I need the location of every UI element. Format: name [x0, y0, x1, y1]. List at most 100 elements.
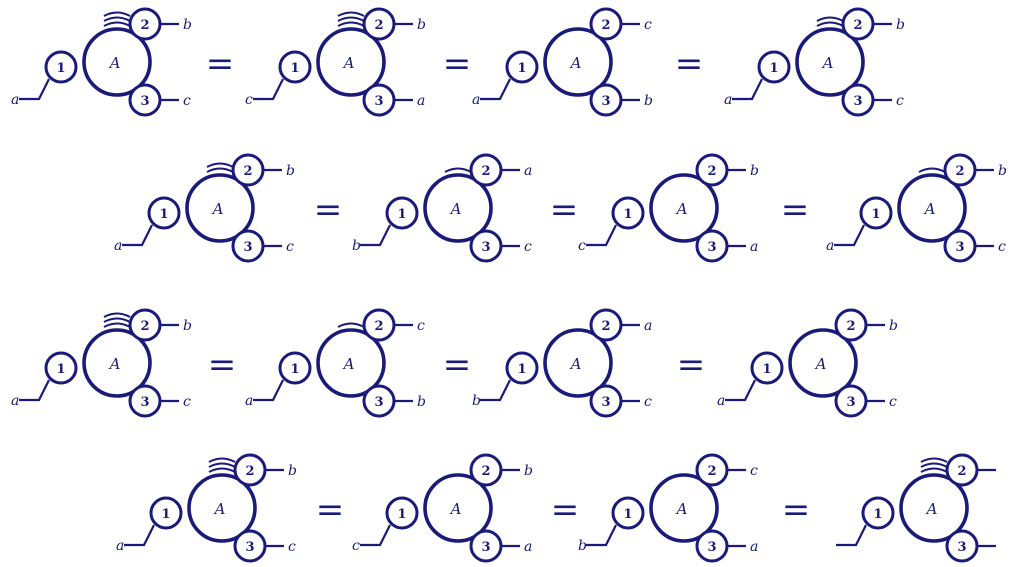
leg-circle [362, 83, 396, 117]
leg-circle [945, 529, 979, 563]
leg-number: 2 [846, 319, 855, 334]
vertex-label: A [108, 54, 121, 72]
end-label: b [183, 17, 192, 33]
end-label: b [417, 17, 426, 33]
end-label: c [889, 394, 897, 410]
leg-number: 3 [481, 540, 490, 555]
vertex-circle [187, 473, 257, 543]
symmetry-arc [444, 167, 472, 173]
symmetry-arc [208, 457, 236, 463]
equals-sign: = [675, 44, 704, 84]
end-label: a [114, 238, 122, 254]
vertex-label: A [108, 355, 121, 373]
leg-number: 2 [601, 319, 610, 334]
symmetry-arc [103, 312, 131, 318]
equals-sign: = [208, 345, 237, 385]
external-line [480, 78, 511, 101]
symmetry-arc [337, 322, 365, 328]
external-line [124, 524, 155, 547]
leg-circle [278, 50, 312, 84]
end-label: c [183, 394, 191, 410]
external-line [253, 78, 284, 101]
leg-circle [589, 7, 623, 41]
leg-circle [841, 83, 875, 117]
leg-number: 2 [601, 18, 610, 33]
leg-number: 2 [481, 464, 490, 479]
leg-circle [834, 308, 868, 342]
leg-number: 2 [853, 18, 862, 33]
leg-number: 2 [955, 164, 964, 179]
leg-circle [278, 351, 312, 385]
vertex-label: A [821, 54, 834, 72]
end-label: a [717, 393, 725, 409]
leg-number: 1 [397, 207, 406, 222]
end-label: c [644, 394, 652, 410]
symmetry-arc [918, 167, 946, 173]
end-label: a [11, 393, 19, 409]
vertex-circle [316, 328, 386, 398]
vertex-circle [423, 173, 493, 243]
leg-number: 1 [623, 507, 632, 522]
symmetry-arc [103, 322, 131, 328]
leg-circle [233, 453, 267, 487]
leg-number: 3 [955, 240, 964, 255]
vertex-circle [543, 328, 613, 398]
leg-circle [362, 384, 396, 418]
external-line [122, 224, 153, 247]
external-line [19, 379, 50, 402]
vertex-label: A [569, 355, 582, 373]
external-line [586, 224, 617, 247]
leg-circle [943, 229, 977, 263]
end-label: b [998, 163, 1007, 179]
leg-circle [233, 529, 267, 563]
vertex-circle [649, 173, 719, 243]
external-line [360, 524, 391, 547]
leg-number: 3 [374, 395, 383, 410]
leg-number: 3 [140, 94, 149, 109]
end-label: b [644, 93, 653, 109]
leg-circle [385, 496, 419, 530]
vertex-circle [795, 27, 865, 97]
end-label: a [524, 163, 532, 179]
leg-circle [943, 153, 977, 187]
leg-circle [44, 50, 78, 84]
symmetry-arc [103, 317, 131, 323]
end-label: a [750, 539, 758, 555]
leg-circle [750, 351, 784, 385]
end-label: c [644, 17, 652, 33]
end-label: a [644, 318, 652, 334]
leg-number: 3 [601, 94, 610, 109]
symmetry-arc [206, 167, 234, 173]
leg-number: 3 [374, 94, 383, 109]
leg-number: 3 [245, 540, 254, 555]
leg-circle [505, 50, 539, 84]
leg-number: 3 [853, 94, 862, 109]
symmetry-arc [208, 462, 236, 468]
external-line [360, 224, 391, 247]
leg-number: 2 [140, 319, 149, 334]
leg-number: 1 [161, 507, 170, 522]
leg-number: 1 [290, 61, 299, 76]
leg-circle [695, 229, 729, 263]
vertex-label: A [213, 500, 226, 518]
equals-sign: = [316, 490, 345, 530]
leg-number: 2 [374, 18, 383, 33]
vertex-circle [185, 173, 255, 243]
end-label: a [245, 393, 253, 409]
vertex-circle [649, 473, 719, 543]
vertex-label: A [675, 200, 688, 218]
vertex-circle [543, 27, 613, 97]
end-label: a [826, 238, 834, 254]
leg-circle [385, 196, 419, 230]
equals-sign: = [677, 345, 706, 385]
leg-circle [945, 453, 979, 487]
external-line [732, 78, 763, 101]
leg-number: 3 [481, 240, 490, 255]
